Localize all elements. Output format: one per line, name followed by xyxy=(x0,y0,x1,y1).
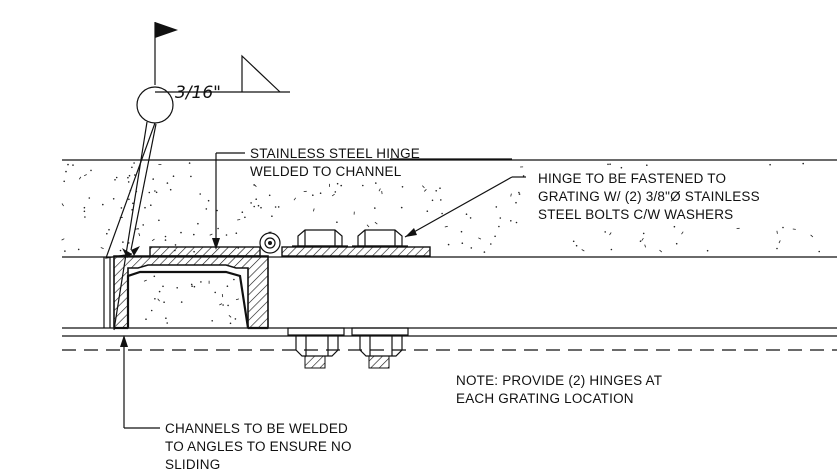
bolt-head-left xyxy=(292,229,348,247)
fastener-callout-line-3: STEEL BOLTS C/W WASHERS xyxy=(538,207,733,222)
nut-right xyxy=(351,327,409,369)
channel-callout-line-3: SLIDING xyxy=(165,457,220,472)
field-weld-flag-icon xyxy=(155,22,178,38)
channel-callout-line-2: TO ANGLES TO ENSURE NO xyxy=(165,439,352,454)
hinge-callout-text: STAINLESS STEEL HINGE WELDED TO CHANNEL xyxy=(250,146,420,179)
hinge-plate xyxy=(149,232,431,257)
fastener-callout-line-2: GRATING W/ (2) 3/8"Ø STAINLESS xyxy=(538,189,760,204)
fillet-weld-triangle-icon xyxy=(241,54,281,93)
hinge-callout-line-2: WELDED TO CHANNEL xyxy=(250,164,402,179)
fastener-callout-line-1: HINGE TO BE FASTENED TO xyxy=(538,171,726,186)
nut-left xyxy=(287,327,345,369)
general-note-line-2: EACH GRATING LOCATION xyxy=(456,391,634,406)
hinge-callout-leader xyxy=(212,152,512,250)
hinge-callout-line-1: STAINLESS STEEL HINGE xyxy=(250,146,420,161)
channel-callout-text: CHANNELS TO BE WELDED TO ANGLES TO ENSUR… xyxy=(165,421,352,472)
general-note-text: NOTE: PROVIDE (2) HINGES AT EACH GRATING… xyxy=(456,373,662,406)
channel-callout-line-1: CHANNELS TO BE WELDED xyxy=(165,421,348,436)
bolt-heads xyxy=(292,229,408,247)
bolt-head-right xyxy=(352,229,408,247)
weld-size-label: 3/16" xyxy=(175,83,221,103)
channel-callout-leader xyxy=(120,335,160,429)
concrete-stipple xyxy=(61,162,820,325)
weld-leader-2 xyxy=(113,121,148,331)
steel-angle xyxy=(103,257,111,328)
weld-symbol: 3/16" xyxy=(105,22,290,331)
fastener-callout-leader xyxy=(404,176,526,238)
base-lines xyxy=(62,327,837,351)
bolt-nuts xyxy=(287,327,409,369)
weld-leader-1 xyxy=(105,122,156,259)
steel-channel xyxy=(113,255,269,330)
fastener-callout-text: HINGE TO BE FASTENED TO GRATING W/ (2) 3… xyxy=(538,171,760,222)
general-note-line-1: NOTE: PROVIDE (2) HINGES AT xyxy=(456,373,662,388)
